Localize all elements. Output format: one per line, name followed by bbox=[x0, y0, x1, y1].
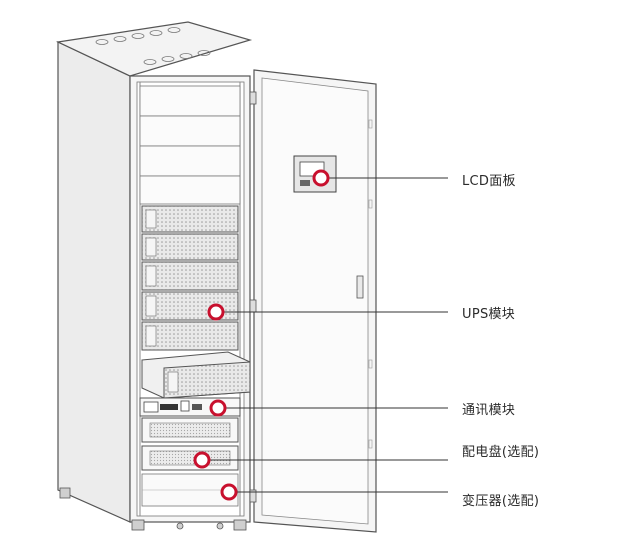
leader-lines bbox=[209, 177, 448, 493]
cabinet-door bbox=[249, 69, 377, 533]
marker-ups bbox=[207, 303, 225, 321]
top-vents bbox=[95, 27, 211, 65]
blank-panels bbox=[139, 85, 241, 205]
cabinet-body bbox=[55, 21, 253, 531]
ups-module bbox=[141, 233, 239, 261]
ups-module bbox=[141, 321, 239, 351]
cabinet-feet bbox=[59, 487, 247, 531]
ups-module bbox=[141, 261, 239, 291]
callout-label-transformer: 变压器(选配) bbox=[462, 494, 540, 509]
marker-comm bbox=[209, 399, 227, 417]
marker-transformer bbox=[220, 483, 238, 501]
marker-lcd bbox=[312, 169, 330, 187]
distribution-panel bbox=[141, 417, 239, 471]
callout-markers bbox=[193, 169, 330, 501]
callout-label-lcd: LCD面板 bbox=[462, 174, 516, 189]
ups-module-stack bbox=[141, 205, 251, 399]
cabinet-top bbox=[55, 21, 253, 77]
cabinet-side-panel bbox=[57, 41, 131, 523]
ups-module-pulled-out bbox=[141, 351, 251, 399]
marker-pdu bbox=[193, 451, 211, 469]
door-handle bbox=[356, 275, 364, 299]
callout-label-comm: 通讯模块 bbox=[462, 403, 516, 418]
callout-label-pdu: 配电盘(选配) bbox=[462, 445, 540, 460]
ups-module bbox=[141, 205, 239, 233]
door-hinges bbox=[249, 91, 257, 503]
callout-label-ups: UPS模块 bbox=[462, 307, 516, 322]
